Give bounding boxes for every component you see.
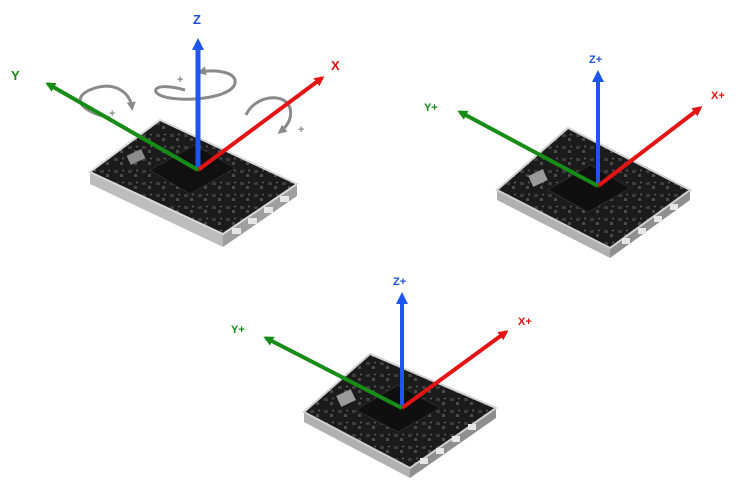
rotation-arrow-z [154, 66, 237, 101]
rotation-sign-y: + [109, 108, 116, 120]
y-axis-label: Y+ [231, 324, 245, 336]
y-axis-label: Y+ [424, 102, 438, 114]
z-axis-label: Z+ [589, 54, 603, 66]
panel-1 [45, 38, 325, 247]
board-side [497, 190, 610, 258]
x-axis-label: X+ [711, 90, 725, 102]
board-side [223, 184, 297, 247]
x-axis-arrow [196, 76, 325, 172]
z-axis-label: Z+ [393, 276, 407, 288]
rotation-arrow-y [78, 84, 136, 120]
y-axis-arrow [263, 336, 403, 410]
board-side [304, 412, 410, 478]
y-axis-arrow [457, 110, 599, 188]
panel-3 [263, 292, 509, 478]
z-axis-label: Z [193, 12, 201, 27]
rotation-sign-x: + [298, 124, 305, 136]
rotation-sign-z: + [177, 74, 184, 86]
board-side [90, 172, 223, 247]
y-axis-label: Y [11, 68, 20, 83]
x-axis-label: X+ [518, 316, 532, 328]
panel-2 [457, 70, 703, 258]
x-axis-arrow [596, 106, 703, 188]
rotation-arrow-x [244, 96, 293, 134]
x-axis-label: X [331, 58, 340, 73]
x-axis-arrow [400, 330, 509, 410]
y-axis-arrow [45, 82, 199, 172]
